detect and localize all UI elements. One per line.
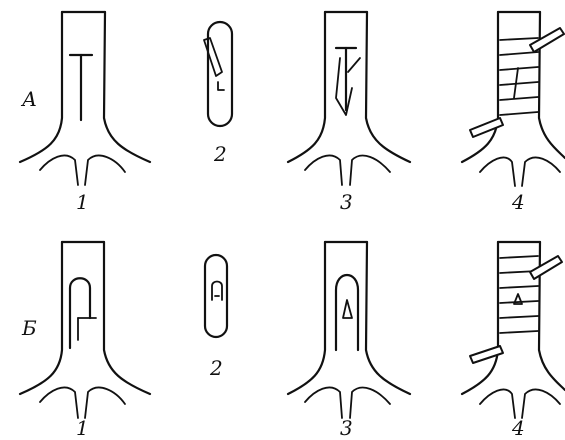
caption-b2: 2: [210, 358, 223, 378]
row-label-b: Б: [22, 318, 37, 338]
a2-bud-shield: [204, 22, 232, 126]
row-label-a: А: [22, 89, 37, 109]
b3-bud-inserted: [288, 242, 410, 418]
caption-b1: 1: [76, 418, 89, 438]
caption-b4: 4: [512, 418, 525, 438]
b1-trunk-flap-cut: [20, 242, 150, 418]
caption-a3: 3: [340, 192, 353, 212]
a4-trunk-wrapped: [462, 12, 565, 186]
a1-trunk-t-cut: [20, 12, 150, 185]
a3-bud-inserted: [288, 12, 410, 185]
caption-b3: 3: [340, 418, 353, 438]
b2-bud-shield: [205, 255, 227, 337]
caption-a1: 1: [76, 192, 89, 212]
b4-trunk-wrapped: [462, 242, 565, 418]
caption-a4: 4: [512, 192, 525, 212]
caption-a2: 2: [214, 144, 227, 164]
